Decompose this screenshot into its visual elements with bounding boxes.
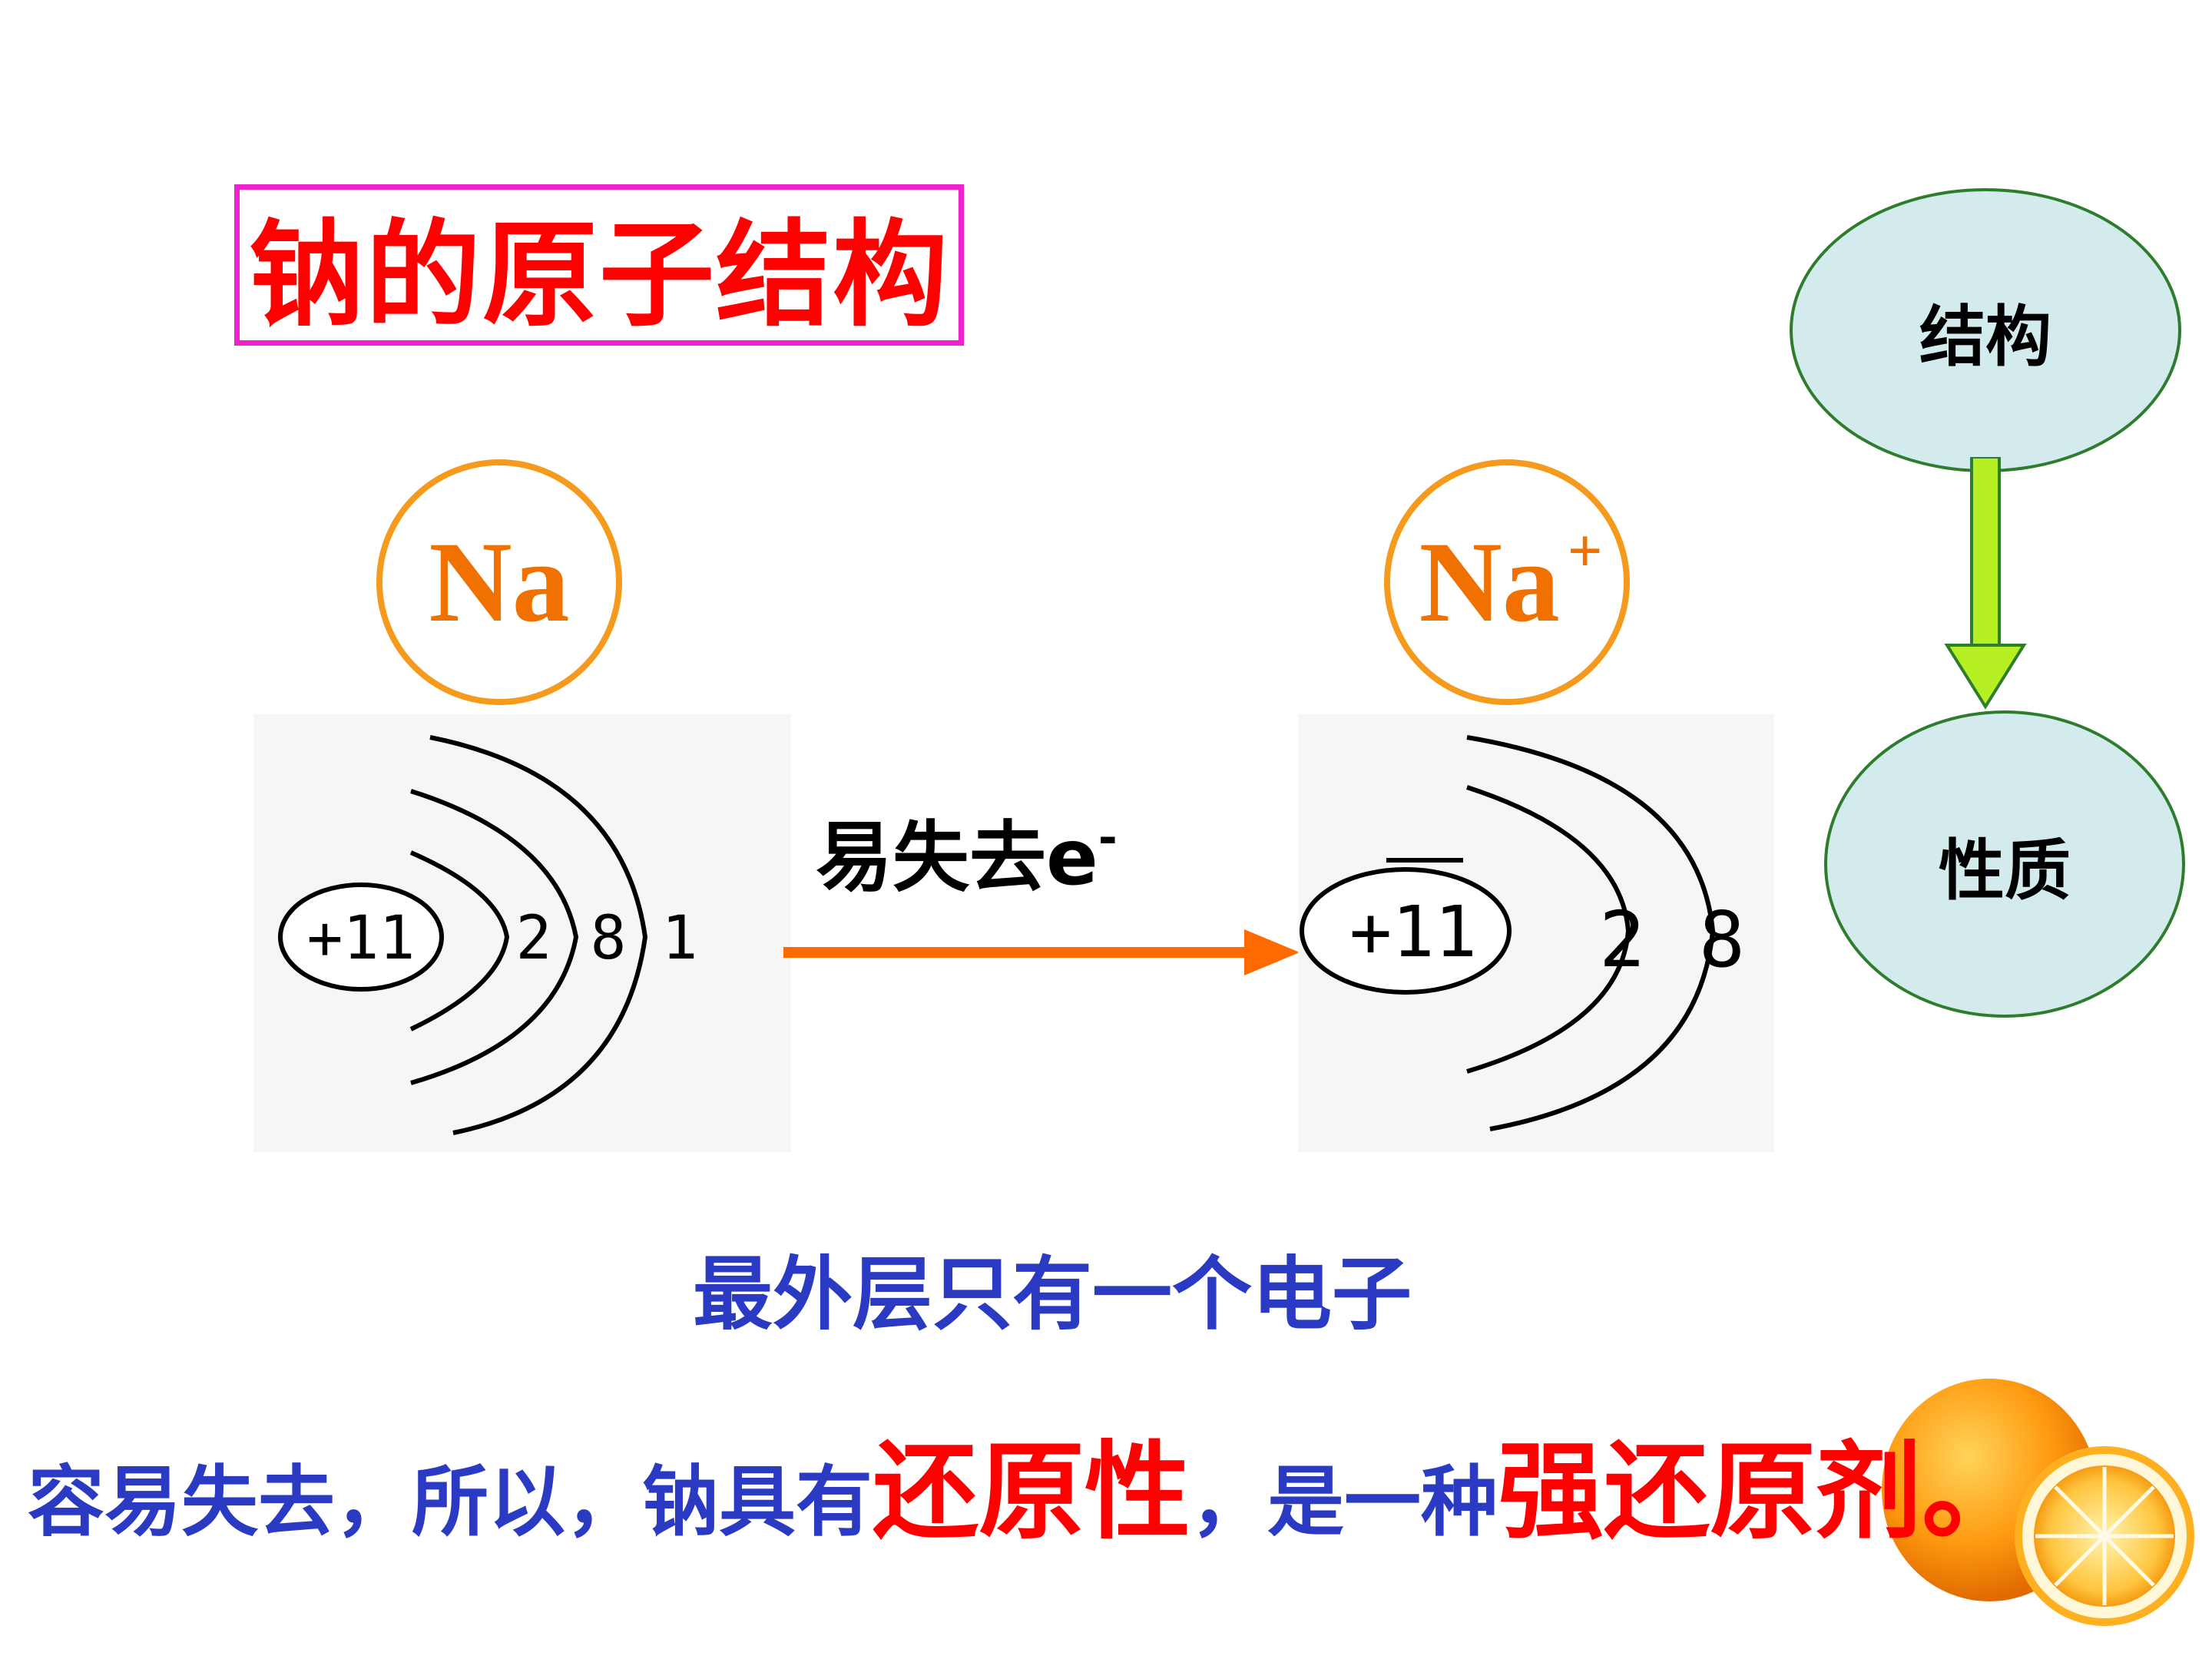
- flow-structure-label: 结构: [1919, 298, 2051, 376]
- caption-part-3: ，是一种: [1190, 1457, 1498, 1547]
- na-atom-symbol: Na: [429, 518, 570, 646]
- ion-nucleus-ellipse: [1300, 867, 1512, 995]
- page-title: 钠的原子结构: [248, 208, 949, 343]
- caption-part-1: 容易失去，所以，钠具有: [28, 1457, 873, 1547]
- caption-part-period: 。: [1922, 1430, 2028, 1554]
- na-ion-charge: +: [1567, 517, 1603, 585]
- flow-structure-ellipse: 结构: [1790, 188, 2181, 472]
- flow-property-ellipse: 性质: [1824, 710, 2185, 1018]
- arrow-label-text: 易失去e: [816, 813, 1098, 902]
- flow-arrow-shaft: [1970, 457, 2001, 651]
- caption-line-1: 最外层只有一个电子: [692, 1247, 1412, 1341]
- atom-shell-count-3: 1: [662, 904, 698, 973]
- ion-shell-arc-1: [1466, 785, 1631, 1074]
- atom-shell-arc-2: [410, 789, 579, 1085]
- ion-nucleus-label: +11: [1349, 891, 1477, 973]
- ion-shell-count-2: 8: [1699, 895, 1745, 985]
- ion-shell-arc-2: [1466, 735, 1716, 1131]
- flow-property-label: 性质: [1939, 832, 2071, 909]
- ion-shell-count-1: 2: [1599, 895, 1645, 985]
- flow-arrow: [1944, 457, 2027, 710]
- na-ion-symbol-circle: Na +: [1384, 459, 1630, 705]
- na-atom-structure-diagram: +11 2 8 1: [253, 714, 791, 1152]
- caption-part-strong-reducer: 强还原剂: [1498, 1430, 1922, 1554]
- atom-shell-count-2: 8: [591, 904, 627, 973]
- arrow-label-superscript: -: [1098, 811, 1118, 865]
- atom-nucleus-label: +11: [307, 904, 416, 973]
- atom-nucleus-ellipse: [278, 882, 444, 992]
- flow-arrow-head: [1944, 644, 2027, 710]
- lose-electron-arrow: [783, 929, 1300, 975]
- atom-shell-count-1: 2: [516, 904, 552, 973]
- na-ion-structure-diagram: +11 2 8: [1298, 714, 1774, 1152]
- orange-fruit-decoration: [1882, 1379, 2194, 1626]
- arrow-label: 易失去e-: [816, 795, 1118, 906]
- atom-shell-arc-1: [409, 850, 510, 1031]
- atom-shell-arc-3: [429, 735, 648, 1135]
- arrow-head: [1244, 929, 1300, 975]
- caption-part-reducibility: 还原性: [873, 1430, 1191, 1554]
- na-ion-symbol: Na: [1419, 518, 1560, 646]
- na-atom-symbol-circle: Na: [376, 459, 622, 705]
- caption-line-2: 容易失去，所以，钠具有还原性，是一种强还原剂。: [28, 1406, 2028, 1559]
- title-box: 钠的原子结构: [234, 184, 964, 346]
